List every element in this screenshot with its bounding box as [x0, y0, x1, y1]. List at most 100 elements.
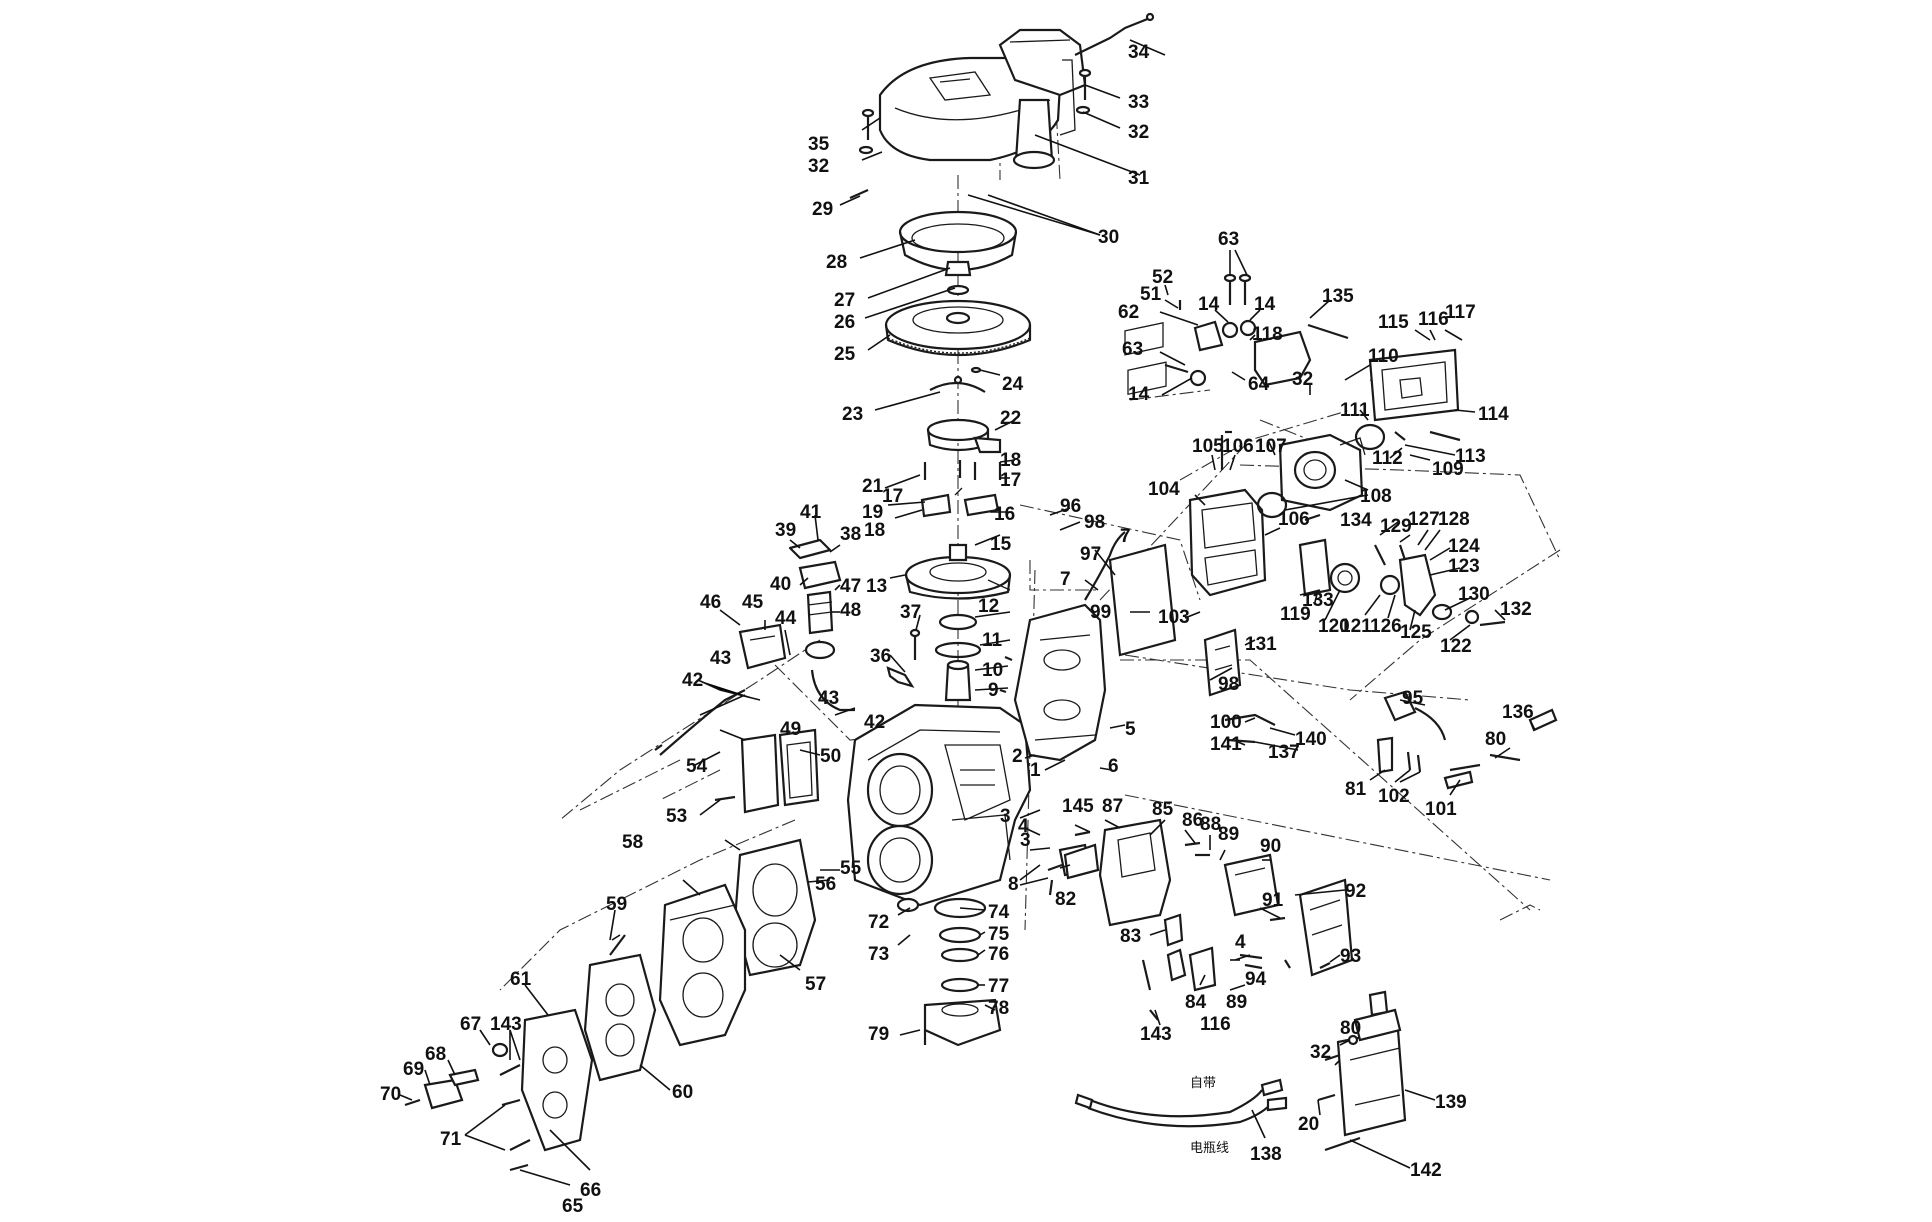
callout-label: 90	[1260, 836, 1281, 857]
callout-label: 58	[622, 832, 643, 853]
callout-label: 37	[900, 602, 921, 623]
callout-label: 110	[1368, 346, 1399, 367]
callout-label: 123	[1448, 556, 1480, 577]
callout-label: 120	[1318, 616, 1350, 637]
callout-label: 87	[1102, 796, 1123, 817]
callout-label: 129	[1380, 516, 1412, 537]
callout-label: 126	[1370, 616, 1402, 637]
callout-label: 98	[1218, 674, 1239, 695]
callout-label: 113	[1455, 446, 1486, 467]
callout-label: 24	[1002, 374, 1024, 395]
callout-label: 32	[1310, 1042, 1331, 1063]
callout-label: 121	[1340, 616, 1372, 637]
callout-label: 128	[1438, 509, 1470, 530]
callout-label: 43	[710, 648, 731, 669]
callout-label: 73	[868, 944, 889, 965]
callout-label: 22	[1000, 408, 1021, 429]
callout-label: 4	[1018, 816, 1029, 837]
callout-label: 4	[1235, 932, 1246, 953]
callout-labels: 34 33 32 31 35 32 29 30 28 27 26 25 24 2…	[380, 42, 1534, 1217]
callout-label: 116	[1418, 309, 1449, 330]
callout-label: 21	[862, 476, 884, 497]
callout-label: 59	[606, 894, 627, 915]
callout-label: 9	[988, 680, 999, 701]
callout-label: 11	[982, 630, 1003, 651]
callout-label: 85	[1152, 799, 1174, 820]
starter-pinion	[1047, 843, 1100, 896]
callout-label: 51	[1140, 284, 1162, 305]
callout-label: 29	[812, 199, 833, 220]
callout-label: 84	[1185, 992, 1207, 1013]
head-cover-gasket	[583, 953, 657, 1082]
recoil-starter-cover	[878, 28, 1087, 170]
flywheel-cover	[898, 210, 1018, 271]
callout-label: 135	[1322, 286, 1354, 307]
callout-label: 42	[682, 670, 703, 691]
callout-label: 74	[988, 902, 1010, 923]
callout-label: 20	[1298, 1114, 1319, 1135]
callout-label: 106	[1278, 509, 1310, 530]
callout-label: 100	[1210, 712, 1242, 733]
callout-label: 92	[1345, 881, 1366, 902]
callout-label: 124	[1448, 536, 1480, 557]
callout-label: 55	[840, 858, 862, 879]
thermostat-cover-and-plugs	[404, 934, 626, 1172]
callout-label: 99	[1090, 602, 1111, 623]
head-cover	[520, 1008, 594, 1152]
starter-motor	[1336, 990, 1407, 1137]
silencer-oring	[1354, 423, 1461, 451]
callout-label: 3	[1000, 806, 1011, 827]
callout-label: 80	[1485, 729, 1506, 750]
upper-oil-seal-and-oring	[934, 613, 982, 659]
callout-label: 26	[834, 312, 855, 333]
choke-linkage	[1164, 273, 1349, 387]
callout-label: 65	[562, 1196, 584, 1217]
callout-label: 81	[1345, 779, 1367, 800]
callout-label: 102	[1378, 786, 1410, 807]
callout-label: 125	[1400, 622, 1432, 643]
callout-label: 130	[1458, 584, 1490, 605]
battery-cable-note: 电瓶线	[1190, 1141, 1229, 1156]
callout-label: 42	[864, 712, 885, 733]
callout-label: 45	[742, 592, 764, 613]
callout-label: 140	[1295, 729, 1327, 750]
cdi-unit	[1223, 853, 1280, 917]
callout-label: 39	[775, 520, 796, 541]
crankcase-small-parts	[886, 628, 1013, 694]
callout-label: 91	[1262, 890, 1284, 911]
callout-label: 101	[1425, 799, 1457, 820]
crankshaft-upper	[944, 659, 972, 702]
top-cover-bolts	[849, 12, 1155, 200]
callout-label: 34	[1128, 42, 1150, 63]
battery-cable	[1074, 1078, 1288, 1128]
intake-manifold	[1188, 488, 1267, 597]
callout-label: 103	[1158, 607, 1190, 628]
callout-label: 137	[1268, 742, 1300, 763]
callout-label: 107	[1255, 436, 1287, 457]
callout-label: 122	[1440, 636, 1472, 657]
callout-label: 12	[978, 596, 999, 617]
callout-label: 32	[1128, 122, 1149, 143]
callout-label: 106	[1222, 436, 1254, 457]
callout-label: 50	[820, 746, 841, 767]
callout-label: 95	[1402, 688, 1424, 709]
lower-seals-and-housing	[896, 897, 1002, 1047]
callout-label: 2	[1012, 746, 1023, 767]
callout-label: 17	[882, 486, 903, 507]
starter-bolts	[1317, 1034, 1361, 1152]
callout-label: 97	[1080, 544, 1101, 565]
callout-label: 142	[1410, 1160, 1442, 1181]
callout-label: 77	[988, 976, 1009, 997]
callout-label: 93	[1340, 946, 1361, 967]
callout-label: 94	[1245, 969, 1267, 990]
throttle-linkage	[1298, 513, 1506, 627]
cylinder-head	[658, 883, 747, 1047]
callout-label: 31	[1128, 168, 1150, 189]
callout-label: 141	[1210, 734, 1242, 755]
callout-label: 96	[1060, 496, 1081, 517]
callout-label: 86	[1182, 810, 1203, 831]
callout-label: 28	[826, 252, 847, 273]
electrical-box	[1058, 818, 1217, 992]
pulser-coils	[920, 487, 1000, 518]
